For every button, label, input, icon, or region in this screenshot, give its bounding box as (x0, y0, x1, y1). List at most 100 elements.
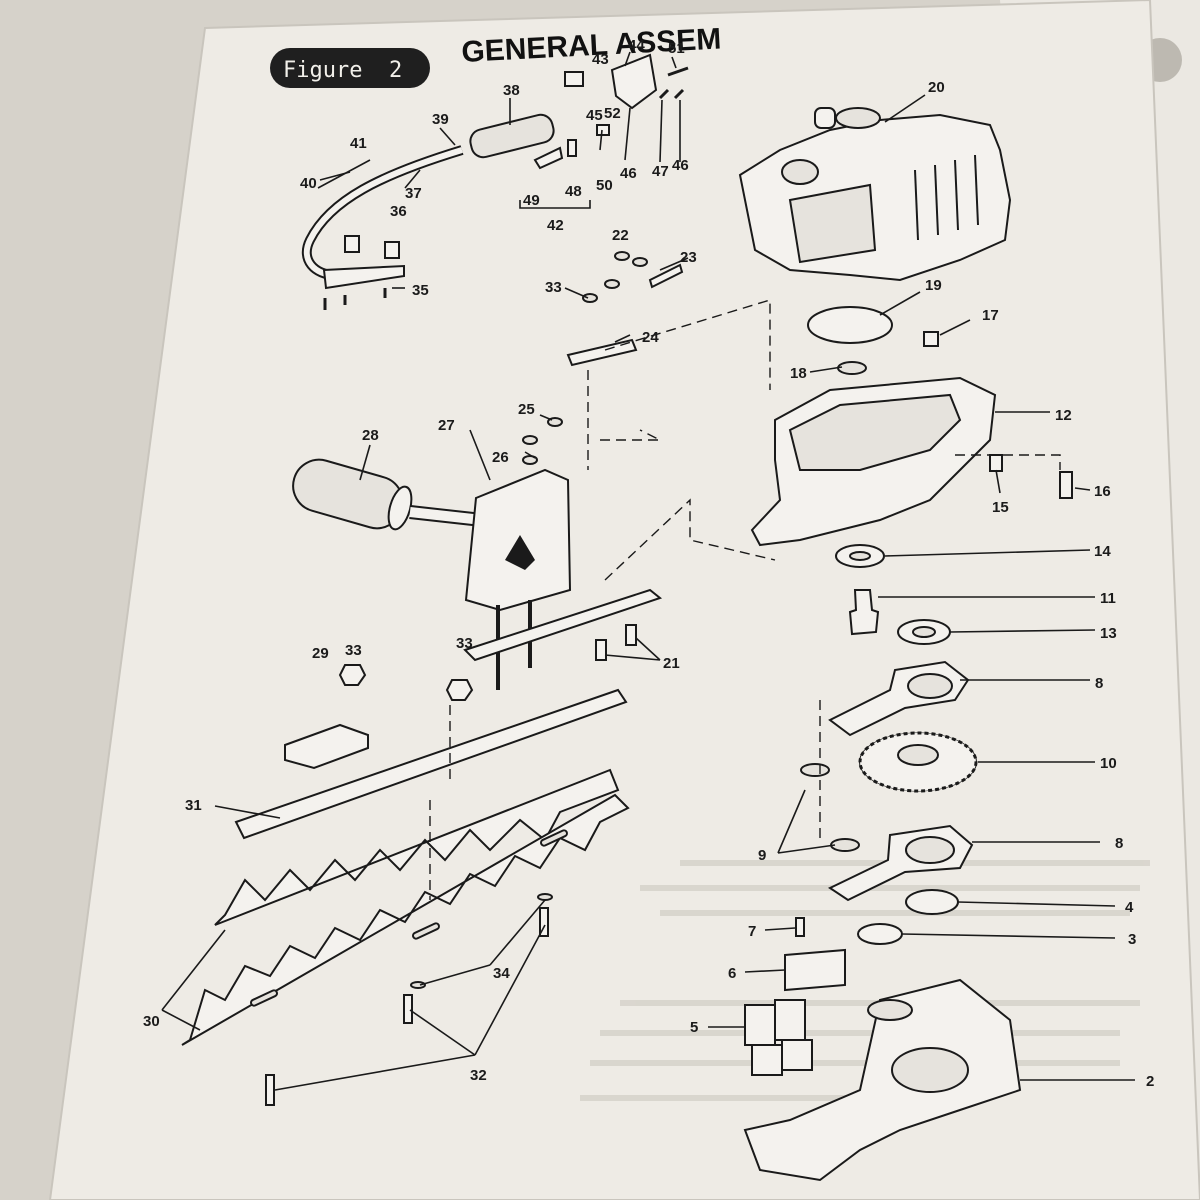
link-24 (566, 338, 638, 367)
callout-18: 18 (790, 365, 807, 382)
callout-52: 52 (604, 105, 621, 122)
trigger-49 (533, 146, 564, 170)
callout-11: 11 (1100, 590, 1116, 607)
spring-23 (648, 263, 684, 289)
throttle-housing-44 (610, 53, 658, 110)
callout-30: 30 (143, 1013, 160, 1030)
callout-25: 25 (518, 401, 535, 418)
callout-36: 36 (390, 203, 407, 220)
callout-31: 31 (185, 797, 202, 814)
screw-21a (625, 624, 637, 646)
callouts: 51 43 44 45 52 38 39 41 40 37 49 48 50 4… (143, 37, 1154, 1090)
screw-17 (923, 331, 939, 347)
screw-16 (1059, 471, 1073, 499)
callout-14: 14 (1094, 543, 1111, 560)
grip-38 (469, 113, 555, 159)
callout-19: 19 (925, 277, 942, 294)
bearing-4 (905, 889, 959, 915)
spring-48 (567, 139, 577, 157)
switch-43 (564, 71, 584, 87)
callout-4: 4 (1125, 899, 1134, 916)
callout-33c: 33 (456, 635, 473, 652)
callout-51: 51 (668, 40, 685, 57)
spacer-36b (384, 241, 400, 259)
callout-29: 29 (312, 645, 329, 662)
figure-badge (270, 48, 430, 88)
pinion-11 (848, 589, 880, 636)
callout-20: 20 (928, 79, 945, 96)
callout-44: 44 (628, 37, 645, 54)
washer-9b (830, 838, 860, 852)
callout-17: 17 (982, 307, 999, 324)
callout-21: 21 (663, 655, 680, 672)
guide-29 (284, 723, 369, 770)
callout-15: 15 (992, 499, 1009, 516)
callout-3: 3 (1128, 931, 1136, 948)
cutter-blades (181, 588, 663, 1106)
screw-32b (403, 994, 413, 1024)
callout-48: 48 (565, 183, 582, 200)
plate-6 (784, 948, 846, 992)
nut-33b (445, 679, 474, 701)
front-handle-assembly (301, 53, 689, 310)
handle-bracket (322, 264, 405, 290)
blade-lower-30 (181, 793, 630, 1046)
callout-2: 2 (1146, 1073, 1154, 1090)
callout-38: 38 (503, 82, 520, 99)
callout-39: 39 (432, 111, 449, 128)
callout-28: 28 (362, 427, 379, 444)
callout-41: 41 (350, 135, 367, 152)
callout-43: 43 (592, 51, 609, 68)
screw-7 (795, 917, 805, 937)
callout-9: 9 (758, 847, 766, 864)
bar-31 (234, 688, 628, 840)
gear-case-2 (743, 978, 1022, 1182)
callout-46b: 46 (672, 157, 689, 174)
screw-32a (265, 1074, 275, 1106)
callout-26: 26 (492, 449, 509, 466)
callout-10: 10 (1100, 755, 1117, 772)
callout-46a: 46 (620, 165, 637, 182)
blade-upper-30 (214, 768, 620, 926)
callout-8a: 8 (1095, 675, 1103, 692)
callout-22: 22 (612, 227, 629, 244)
callout-45: 45 (586, 107, 603, 124)
engine-20 (738, 107, 1012, 282)
callout-33a: 33 (545, 279, 562, 296)
callout-47: 47 (652, 163, 669, 180)
callout-5: 5 (690, 1019, 698, 1036)
screw-15 (989, 454, 1003, 472)
callout-42: 42 (547, 217, 564, 234)
bearing-3 (857, 923, 903, 945)
ring-19 (807, 306, 893, 344)
callout-7: 7 (748, 923, 756, 940)
nut-33a (338, 664, 367, 686)
lock-50 (596, 124, 610, 136)
rear-handle-parts (284, 251, 684, 770)
alignment-lines (429, 299, 1061, 900)
gearbox-housing-12 (750, 306, 1073, 547)
callout-8b: 8 (1115, 835, 1123, 852)
callout-12: 12 (1055, 407, 1072, 424)
screw-32c (539, 907, 549, 937)
callout-35: 35 (412, 282, 429, 299)
washer-18 (837, 361, 867, 375)
callout-37: 37 (405, 185, 422, 202)
brand-logo-icon (505, 535, 535, 570)
callout-23: 23 (680, 249, 697, 266)
callout-32: 32 (470, 1067, 487, 1084)
callout-50: 50 (596, 177, 613, 194)
callout-49: 49 (523, 192, 540, 209)
bar-upper (463, 588, 663, 662)
callout-27: 27 (438, 417, 455, 434)
callout-33b: 33 (345, 642, 362, 659)
callout-16: 16 (1094, 483, 1111, 500)
clip-5 (744, 999, 813, 1076)
callout-24: 24 (642, 329, 659, 346)
figure-badge-text: Figure 2 (283, 58, 402, 83)
drivetrain-parts (743, 544, 1022, 1182)
washer-9a (800, 763, 830, 777)
leader-lines (161, 51, 1135, 1091)
callout-13: 13 (1100, 625, 1117, 642)
